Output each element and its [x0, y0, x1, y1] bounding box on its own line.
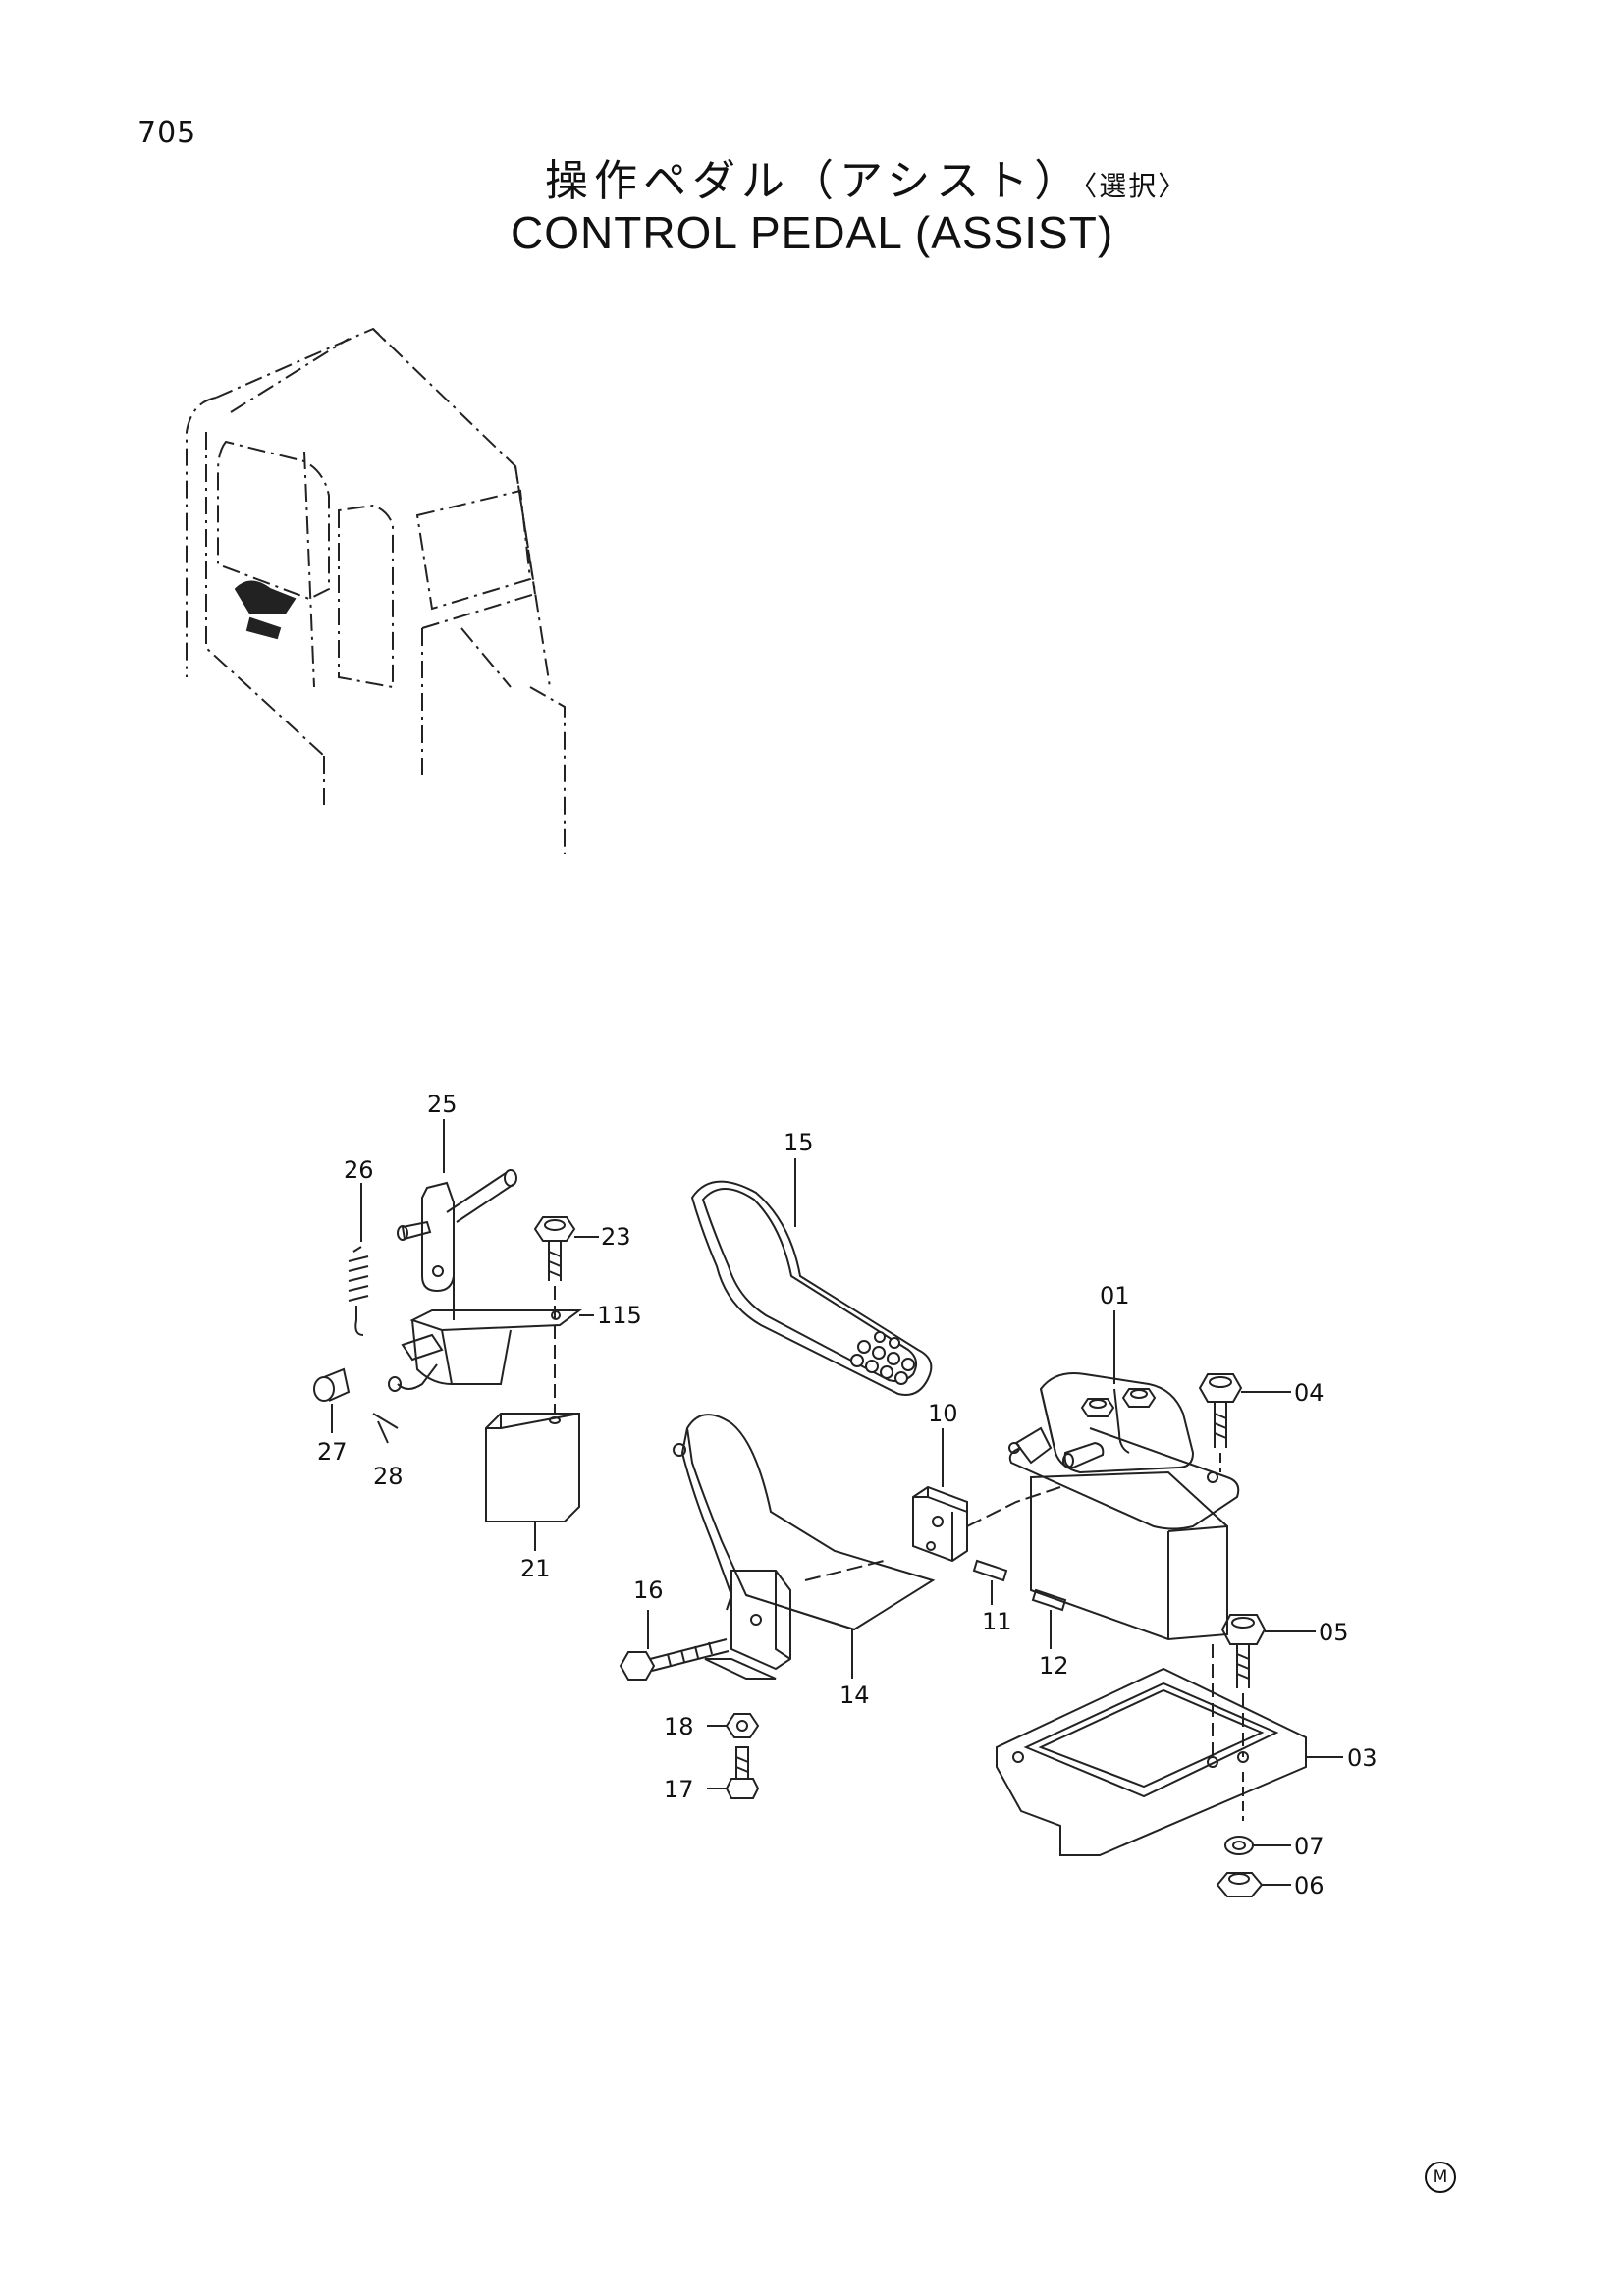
part-18-nut — [707, 1713, 760, 1738]
pedal-highlight-mark — [234, 580, 297, 640]
callout-07: 07 — [1294, 1833, 1325, 1860]
part-11-pin — [972, 1559, 1008, 1605]
callout-14: 14 — [839, 1682, 870, 1709]
page-number: 705 — [137, 116, 197, 150]
callout-23: 23 — [601, 1223, 631, 1251]
part-115-bracket — [388, 1309, 594, 1392]
callout-labels: 25 26 23 115 27 28 21 15 01 04 10 16 11 … — [317, 1091, 1378, 1899]
callout-25: 25 — [427, 1091, 458, 1118]
callout-26: 26 — [344, 1156, 374, 1184]
part-07-washer — [1224, 1836, 1291, 1855]
callout-21: 21 — [520, 1555, 551, 1582]
callout-04: 04 — [1294, 1379, 1325, 1407]
part-26-pin-spring — [348, 1183, 432, 1336]
title-english: CONTROL PEDAL (ASSIST) — [511, 207, 1114, 258]
part-28-cotter — [372, 1413, 399, 1444]
title-japanese: 操作ペダル（アシスト）〈選択〉 — [545, 145, 1187, 208]
callout-06: 06 — [1294, 1872, 1325, 1899]
callout-27: 27 — [317, 1438, 348, 1466]
cab-locator-view — [186, 327, 566, 854]
callout-10: 10 — [928, 1400, 958, 1427]
part-10-block — [912, 1428, 1061, 1563]
part-21-rubber-block — [485, 1413, 580, 1551]
m-mark-badge: M — [1425, 2162, 1456, 2193]
part-03-base-plate — [996, 1667, 1343, 1856]
part-27-pin — [313, 1367, 351, 1433]
part-14-pedal-plate — [673, 1414, 936, 1680]
callout-17: 17 — [664, 1776, 694, 1803]
part-01-valve — [1008, 1310, 1240, 1641]
part-23-bolt — [533, 1216, 599, 1414]
callout-05: 05 — [1319, 1619, 1349, 1646]
part-04-bolt — [1198, 1373, 1291, 1472]
title-japanese-text: 操作ペダル（アシスト） — [545, 156, 1084, 206]
callout-11: 11 — [982, 1608, 1012, 1635]
part-25-arm — [421, 1119, 517, 1320]
callout-115: 115 — [597, 1302, 642, 1329]
callout-12: 12 — [1039, 1652, 1069, 1680]
title-japanese-note: 〈選択〉 — [1083, 170, 1188, 202]
part-06-nut — [1216, 1872, 1291, 1897]
part-15-pedal-rubber — [690, 1158, 933, 1396]
callout-18: 18 — [664, 1713, 694, 1740]
callout-15: 15 — [784, 1129, 814, 1156]
callout-01: 01 — [1100, 1282, 1130, 1309]
part-17-bolt — [707, 1746, 760, 1799]
callout-03: 03 — [1347, 1744, 1378, 1772]
callout-16: 16 — [633, 1576, 664, 1604]
callout-28: 28 — [373, 1463, 404, 1490]
part-12-pin — [1031, 1588, 1067, 1649]
part-16-bolt — [619, 1610, 730, 1681]
